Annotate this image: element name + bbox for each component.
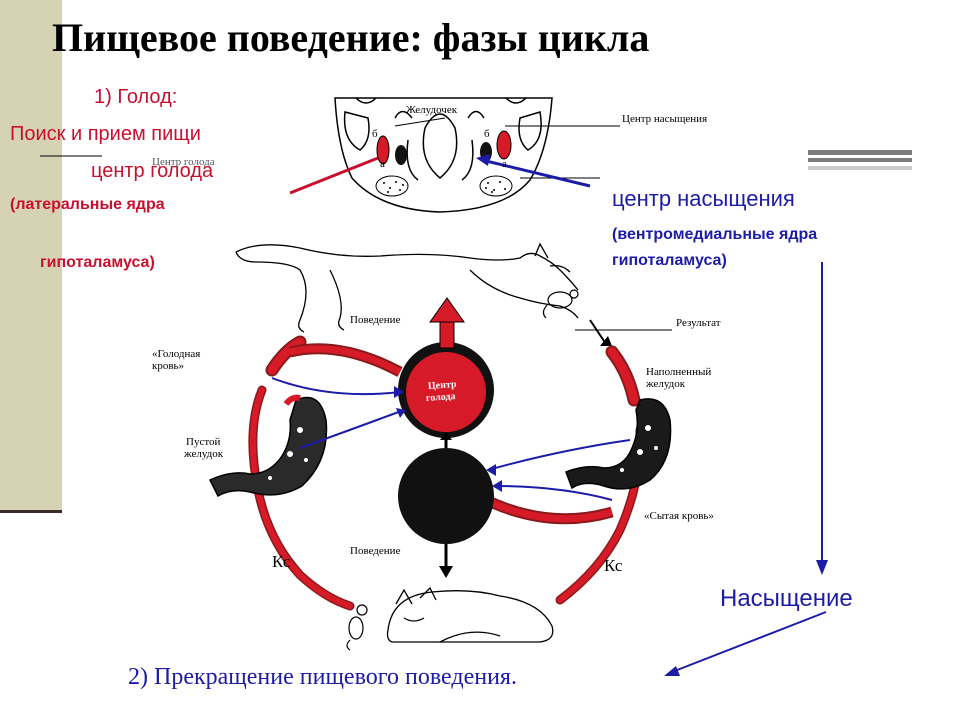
right-decor-stripe: [808, 166, 912, 170]
leader-lines: [40, 117, 672, 331]
left-decor-bar: [0, 0, 62, 512]
label-b-right: б: [484, 128, 490, 140]
phase2-pointer: [664, 611, 827, 676]
label-ke-left: Кс: [272, 552, 291, 571]
hungry-blood-path: [288, 343, 403, 377]
phase2-label: 2) Прекращение пищевого поведения.: [128, 664, 517, 690]
hunger-nuclei-label-2: гипоталамуса): [40, 254, 155, 271]
label-full-stomach-1: Наполненный: [646, 366, 712, 378]
label-behavior-bottom: Поведение: [350, 545, 401, 557]
label-result: Результат: [676, 317, 721, 329]
label-b-left: б: [372, 128, 378, 140]
label-empty-stomach-2: желудок: [184, 448, 224, 460]
satiety-center-pointer: [476, 154, 591, 188]
cat-bottom: [386, 586, 554, 643]
label-sated-blood: «Сытая кровь»: [644, 510, 714, 522]
right-decor-stripe: [808, 150, 912, 155]
mouse-top: [542, 289, 579, 319]
center-arrows: [429, 297, 465, 578]
mouse-bottom: [346, 604, 368, 651]
label-satiety-center-diagram: Центр насыщения: [622, 113, 708, 125]
label-hungry-blood-2: кровь»: [152, 360, 185, 372]
hunger-action-label: Поиск и прием пищи: [10, 123, 201, 145]
right-decor-stripe: [808, 158, 912, 162]
cat-top: [235, 242, 579, 333]
result-arrow: [589, 319, 612, 346]
hunger-center-label: центр голода: [91, 160, 214, 182]
label-a-left: а: [380, 158, 385, 170]
full-stomach: [565, 398, 672, 490]
page-title: Пищевое поведение: фазы цикла: [52, 15, 650, 60]
label-hungry-blood-1: «Голодная: [152, 348, 201, 360]
satiety-down-arrow: [816, 262, 828, 575]
left-decor-line: [0, 510, 62, 513]
satiety-center-label: центр насыщения: [612, 186, 795, 211]
label-ke-right: Кс: [604, 556, 623, 575]
satiety-center-circle: [398, 448, 494, 544]
empty-stomach: [208, 394, 328, 498]
hypothalamus-stipple: [383, 181, 506, 193]
hypothalamus-section: [334, 97, 553, 213]
satiety-nuclei-label-2: гипоталамуса): [612, 252, 727, 269]
label-a-right: а: [502, 158, 507, 170]
blue-arrowheads: [394, 386, 502, 492]
satiety-result-label: Насыщение: [720, 585, 853, 612]
label-hunger-center-2: голода: [425, 390, 456, 405]
label-hunger-center-overlap: Центр голода: [152, 156, 215, 168]
hunger-center-circle: [398, 342, 494, 438]
label-full-stomach-2: желудок: [646, 378, 686, 390]
label-behavior-top: Поведение: [350, 314, 401, 326]
label-empty-stomach-1: Пустой: [186, 436, 221, 448]
hunger-nuclei-label: (латеральные ядра: [10, 196, 165, 213]
blue-signal-arrows: [271, 377, 631, 501]
top-band: [62, 0, 960, 48]
hunger-phase-label: 1) Голод:: [94, 86, 178, 108]
label-ventricle: Желудочек: [406, 104, 458, 116]
hunger-center-pointer: [289, 156, 379, 195]
satiety-nuclei-label: (вентромедиальные ядра: [612, 226, 818, 243]
sated-blood-path: [483, 495, 614, 525]
